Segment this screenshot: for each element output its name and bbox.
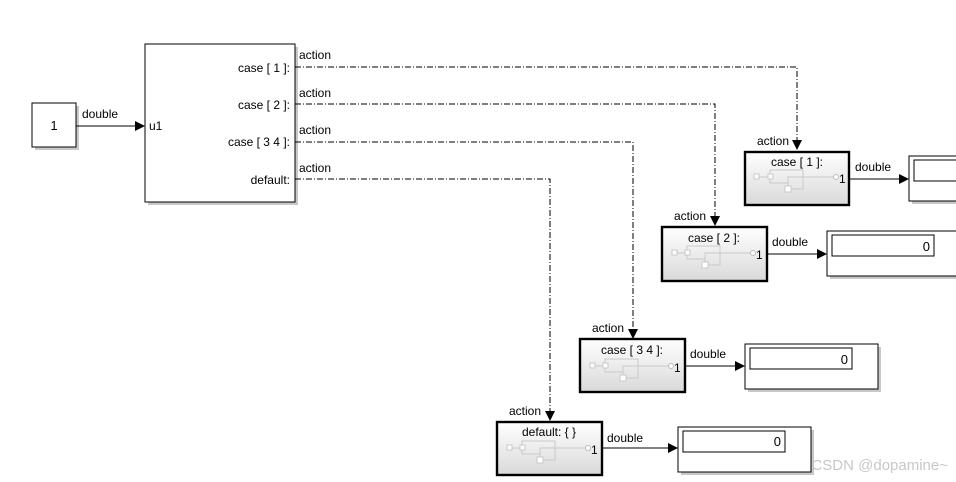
action-label-out-3: action <box>299 123 331 137</box>
signal-constant-to-switch[interactable] <box>76 121 145 131</box>
subsystem-icon-case-2 <box>671 245 756 269</box>
switch-port-default: default: <box>251 173 290 187</box>
action-subsystem-case-1[interactable]: case [ 1 ]: 1 <box>743 150 851 207</box>
switch-port-case-2: case [ 2 ]: <box>238 98 290 112</box>
constant-value: 1 <box>50 118 57 133</box>
subsystem-icon-default <box>506 440 591 464</box>
switch-port-case-1: case [ 1 ]: <box>238 61 290 75</box>
signal-sub-1-to-display[interactable] <box>849 174 909 184</box>
switch-port-case-3-4: case [ 3 4 ]: <box>228 135 290 149</box>
subsystem-title-case-1: case [ 1 ]: <box>771 155 823 169</box>
action-line-case-1[interactable] <box>295 66 802 150</box>
switch-input-port: u1 <box>149 119 163 133</box>
display-value-case-2: 0 <box>923 239 930 254</box>
switch-case-block[interactable]: u1 case [ 1 ]: case [ 2 ]: case [ 3 4 ]:… <box>144 43 298 205</box>
action-label-sub-2: action <box>674 209 706 223</box>
subsystem-out-port-case-3-4: 1 <box>674 361 681 375</box>
action-line-default[interactable] <box>295 178 555 421</box>
subsystem-title-case-2: case [ 2 ]: <box>688 231 740 245</box>
subsystem-title-default: default: { } <box>522 425 576 439</box>
subsystem-icon-case-3-4 <box>589 358 674 382</box>
signal-label-sub-2: double <box>772 235 808 249</box>
action-subsystem-default[interactable]: default: { } 1 <box>495 420 604 477</box>
display-block-case-1[interactable] <box>908 155 956 204</box>
action-label-out-2: action <box>299 86 331 100</box>
constant-block[interactable]: 1 <box>31 102 79 150</box>
signal-label-sub-4: double <box>607 431 643 445</box>
display-value-default: 0 <box>774 434 781 449</box>
action-line-case-3-4[interactable] <box>295 141 638 339</box>
subsystem-title-case-3-4: case [ 3 4 ]: <box>601 343 663 357</box>
signal-sub-2-to-display[interactable] <box>767 249 827 259</box>
signal-label-sub-1: double <box>855 160 891 174</box>
action-line-case-2[interactable] <box>295 103 720 226</box>
display-block-case-2[interactable]: 0 <box>826 230 956 279</box>
subsystem-out-port-default: 1 <box>591 443 598 457</box>
signal-sub-4-to-display[interactable] <box>602 443 678 453</box>
action-subsystem-case-3-4[interactable]: case [ 3 4 ]: 1 <box>578 337 687 394</box>
subsystem-icon-case-1 <box>753 169 839 193</box>
signal-label-sub-3: double <box>690 347 726 361</box>
action-label-sub-1: action <box>757 134 789 148</box>
action-label-sub-3: action <box>592 321 624 335</box>
action-label-sub-4: action <box>509 404 541 418</box>
display-block-case-3-4[interactable]: 0 <box>744 343 881 392</box>
subsystem-out-port-case-1: 1 <box>839 172 846 186</box>
display-block-default[interactable]: 0 <box>677 426 814 475</box>
display-value-case-3-4: 0 <box>841 352 848 367</box>
subsystem-out-port-case-2: 1 <box>756 248 763 262</box>
signal-label-constant: double <box>82 107 118 121</box>
watermark-text: CSDN @dopamine~ <box>811 457 948 474</box>
action-label-out-4: action <box>299 161 331 175</box>
action-label-out-1: action <box>299 48 331 62</box>
signal-sub-3-to-display[interactable] <box>685 361 745 371</box>
action-subsystem-case-2[interactable]: case [ 2 ]: 1 <box>660 225 769 283</box>
